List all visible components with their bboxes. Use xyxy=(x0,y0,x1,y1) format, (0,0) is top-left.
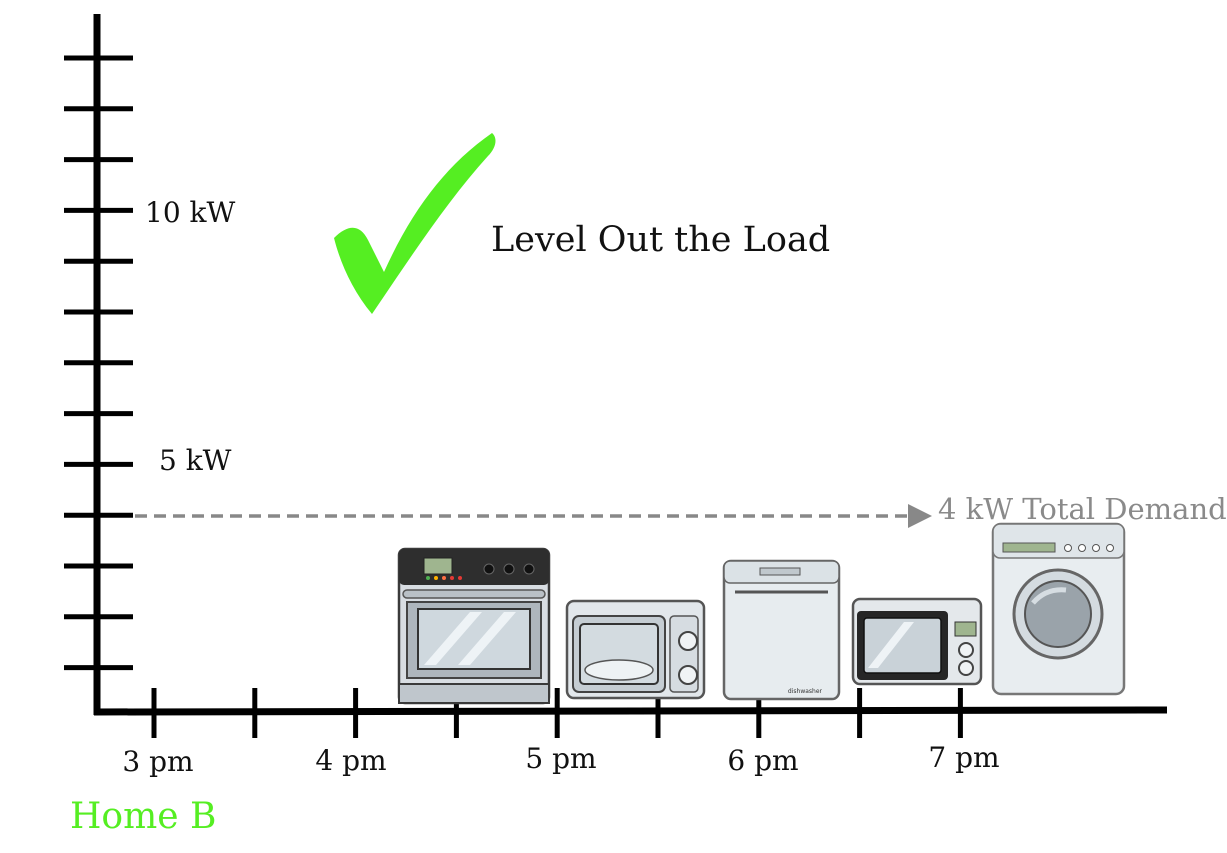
x-label-3pm: 3 pm xyxy=(122,745,194,778)
dishwasher-brand-text: dishwasher xyxy=(788,688,823,695)
microwave-image xyxy=(851,597,983,686)
oven-image xyxy=(397,547,551,705)
x-label-6pm: 6 pm xyxy=(727,744,799,777)
y-label-5kw: 5 kW xyxy=(159,444,232,477)
dishwasher-image: dishwasher xyxy=(722,559,841,701)
x-label-5pm: 5 pm xyxy=(525,742,597,775)
x-axis-line xyxy=(93,706,1168,716)
x-label-4pm: 4 pm xyxy=(315,744,387,777)
x-label-7pm: 7 pm xyxy=(928,741,1000,774)
check-mark-icon xyxy=(334,133,496,314)
microwave-image xyxy=(565,599,706,700)
y-label-10kw: 10 kW xyxy=(145,196,236,229)
headline: Level Out the Load xyxy=(491,220,831,260)
home-label: Home B xyxy=(70,796,217,837)
washing-machine-image xyxy=(991,522,1126,696)
demand-arrow-icon xyxy=(908,504,932,528)
demand-label: 4 kW Total Demand xyxy=(938,492,1227,526)
y-axis-ticks xyxy=(64,55,133,671)
